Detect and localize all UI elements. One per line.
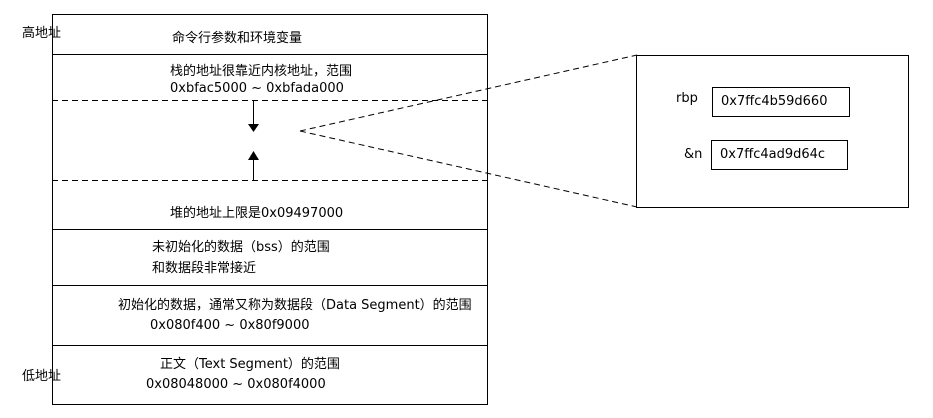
cmd-env-label: 命令行参数和环境变量 bbox=[172, 31, 303, 46]
stack-range-line1: 栈的地址很靠近内核地址，范围 bbox=[170, 64, 353, 79]
rbp-label: rbp bbox=[676, 91, 698, 106]
bss-range-line1: 未初始化的数据（bss）的范围 bbox=[152, 240, 330, 255]
bss-range-line2: 和数据段非常接近 bbox=[152, 261, 257, 276]
text-segment-line2: 0x08048000 ~ 0x080f4000 bbox=[146, 377, 326, 392]
zoom-connector-top bbox=[299, 54, 638, 132]
high-address-label: 高地址 bbox=[22, 26, 62, 41]
n-value-box: 0x7ffc4ad9d64c bbox=[711, 140, 848, 170]
data-segment-line1: 初始化的数据，通常又称为数据段（Data Segment）的范围 bbox=[118, 298, 472, 313]
heap-limit-label: 堆的地址上限是0x09497000 bbox=[170, 206, 344, 221]
memory-column-border bbox=[52, 14, 488, 405]
heap-growth-arrowhead bbox=[248, 151, 259, 160]
n-address-label: &n bbox=[684, 147, 703, 162]
stack-zoom-panel bbox=[636, 55, 909, 208]
zoom-connector-bottom bbox=[299, 130, 638, 208]
stack-range-line2: 0xbfac5000 ~ 0xbfada000 bbox=[170, 81, 344, 96]
text-segment-line1: 正文（Text Segment）的范围 bbox=[160, 357, 340, 372]
low-address-label: 低地址 bbox=[22, 369, 62, 384]
rbp-value-box: 0x7ffc4b59d660 bbox=[712, 87, 850, 117]
stack-growth-arrowhead bbox=[248, 124, 259, 132]
data-segment-line2: 0x080f400 ~ 0x80f9000 bbox=[150, 318, 310, 333]
